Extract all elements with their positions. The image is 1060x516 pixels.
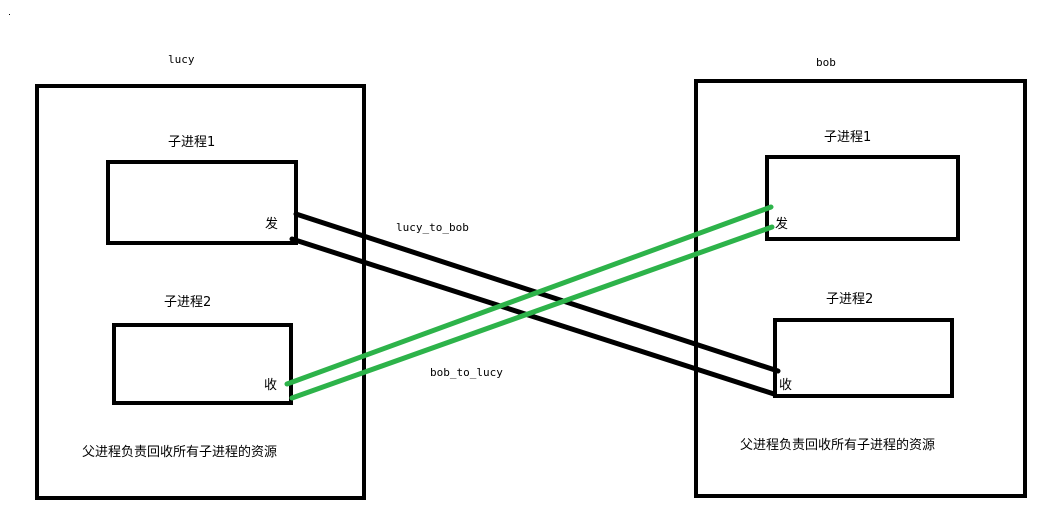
pipe-bob-to-lucy-upper-line [284,204,774,387]
bob-parent-process-box [694,79,1027,498]
bob-child1-label: 子进程1 [824,130,872,145]
lucy-child2-label: 子进程2 [164,295,212,310]
bob-child1-box [765,155,960,241]
pipe-bob-to-lucy-lower-line [289,224,775,401]
lucy-parent-note: 父进程负责回收所有子进程的资源 [82,445,278,460]
pipe-lucy-to-bob [289,211,781,397]
lucy-child1-box [106,160,298,245]
bob-child2-box [773,318,954,398]
bob-title: bob [816,56,836,69]
pipe-lucy-to-bob-label: lucy_to_bob [396,221,469,234]
lucy-parent-process-box [35,84,366,500]
bob-child2-label: 子进程2 [826,292,874,307]
stray-dot [9,14,10,15]
lucy-child1-label: 子进程1 [168,135,216,150]
lucy-title: lucy [168,53,195,66]
pipe-bob-to-lucy-label: bob_to_lucy [430,366,503,379]
lucy-send-port: 发 [265,217,279,232]
bob-send-port: 发 [775,217,789,232]
bob-parent-note: 父进程负责回收所有子进程的资源 [740,438,936,453]
lucy-child2-box [112,323,293,405]
pipe-lucy-to-bob-lower-line [289,236,777,397]
lucy-receive-port: 收 [264,378,278,393]
bob-receive-port: 收 [779,378,793,393]
pipe-bob-to-lucy [284,204,775,401]
